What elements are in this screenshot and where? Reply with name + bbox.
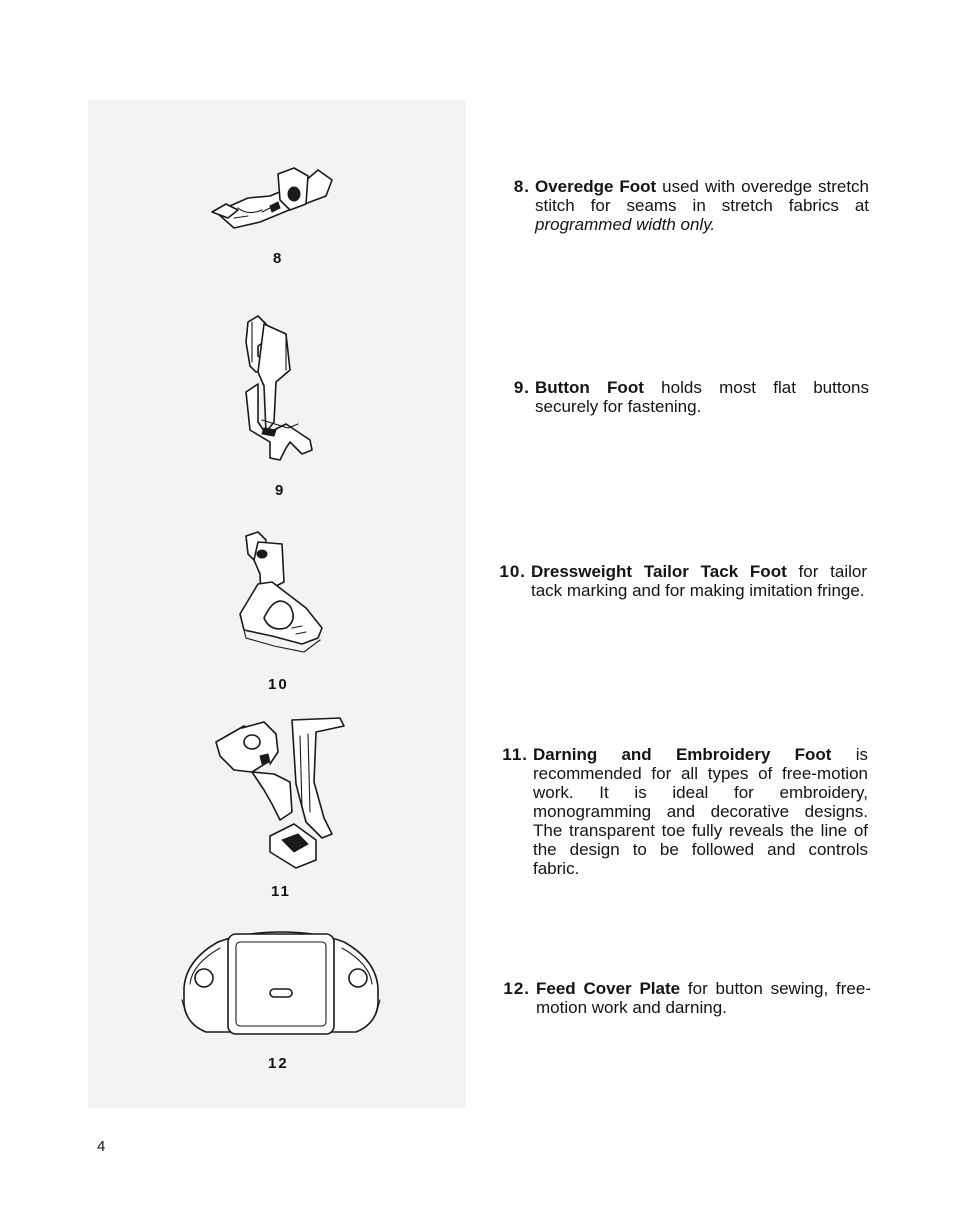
item-overedge-foot: Overedge Foot used with overedge stretch… [535,177,869,234]
darning-foot-icon [212,712,352,872]
item-text: used with overedge stretch stitch for se… [535,177,869,215]
item-description: Feed Cover Plate for button sewing, free… [536,979,871,1017]
item-number-11: 11. [502,745,528,764]
figure-label-8: 8 [273,250,284,267]
item-title: Button Foot [535,378,644,397]
item-number-8: 8. [513,177,530,196]
figure-label-11: 11 [271,883,291,900]
button-foot-icon [236,312,326,464]
item-number-10: 10. [499,562,526,581]
item-tailor-tack-foot: Dressweight Tailor Tack Foot for tailor … [531,562,867,600]
overedge-foot-icon [208,160,338,235]
figure-label-9: 9 [275,482,286,499]
tailor-tack-foot-icon [232,528,332,658]
item-text: for button sewing, free-motion work and … [536,979,871,1017]
item-text: for tailor tack marking and for making i… [531,562,867,600]
item-button-foot: Button Foot holds most flat buttons secu… [535,378,869,416]
item-number-12: 12. [503,979,530,998]
item-number-9: 9. [513,378,530,397]
figure-label-10: 10 [268,676,289,693]
item-description: Darning and Embroidery Foot is recommend… [533,745,868,878]
figure-label-12: 12 [268,1055,289,1072]
item-text: is recommended for all types of free-mot… [533,745,869,878]
feed-cover-plate-icon [178,928,384,1040]
item-title: Dressweight Tailor Tack Foot [531,562,787,581]
item-feed-cover-plate: Feed Cover Plate for button sewing, free… [536,979,871,1017]
item-title: Darning and Embroidery Foot [533,745,832,764]
item-description: Button Foot holds most flat buttons secu… [535,378,869,416]
item-emphasis: programmed width only. [535,215,716,234]
page-number: 4 [97,1138,106,1155]
item-title: Overedge Foot [535,177,657,196]
item-description: Dressweight Tailor Tack Foot for tailor … [531,562,867,600]
item-darning-foot: Darning and Embroidery Foot is recommend… [533,745,868,878]
item-title: Feed Cover Plate [536,979,681,998]
item-description: Overedge Foot used with overedge stretch… [535,177,869,234]
item-text: holds most flat buttons securely for fas… [535,378,869,416]
